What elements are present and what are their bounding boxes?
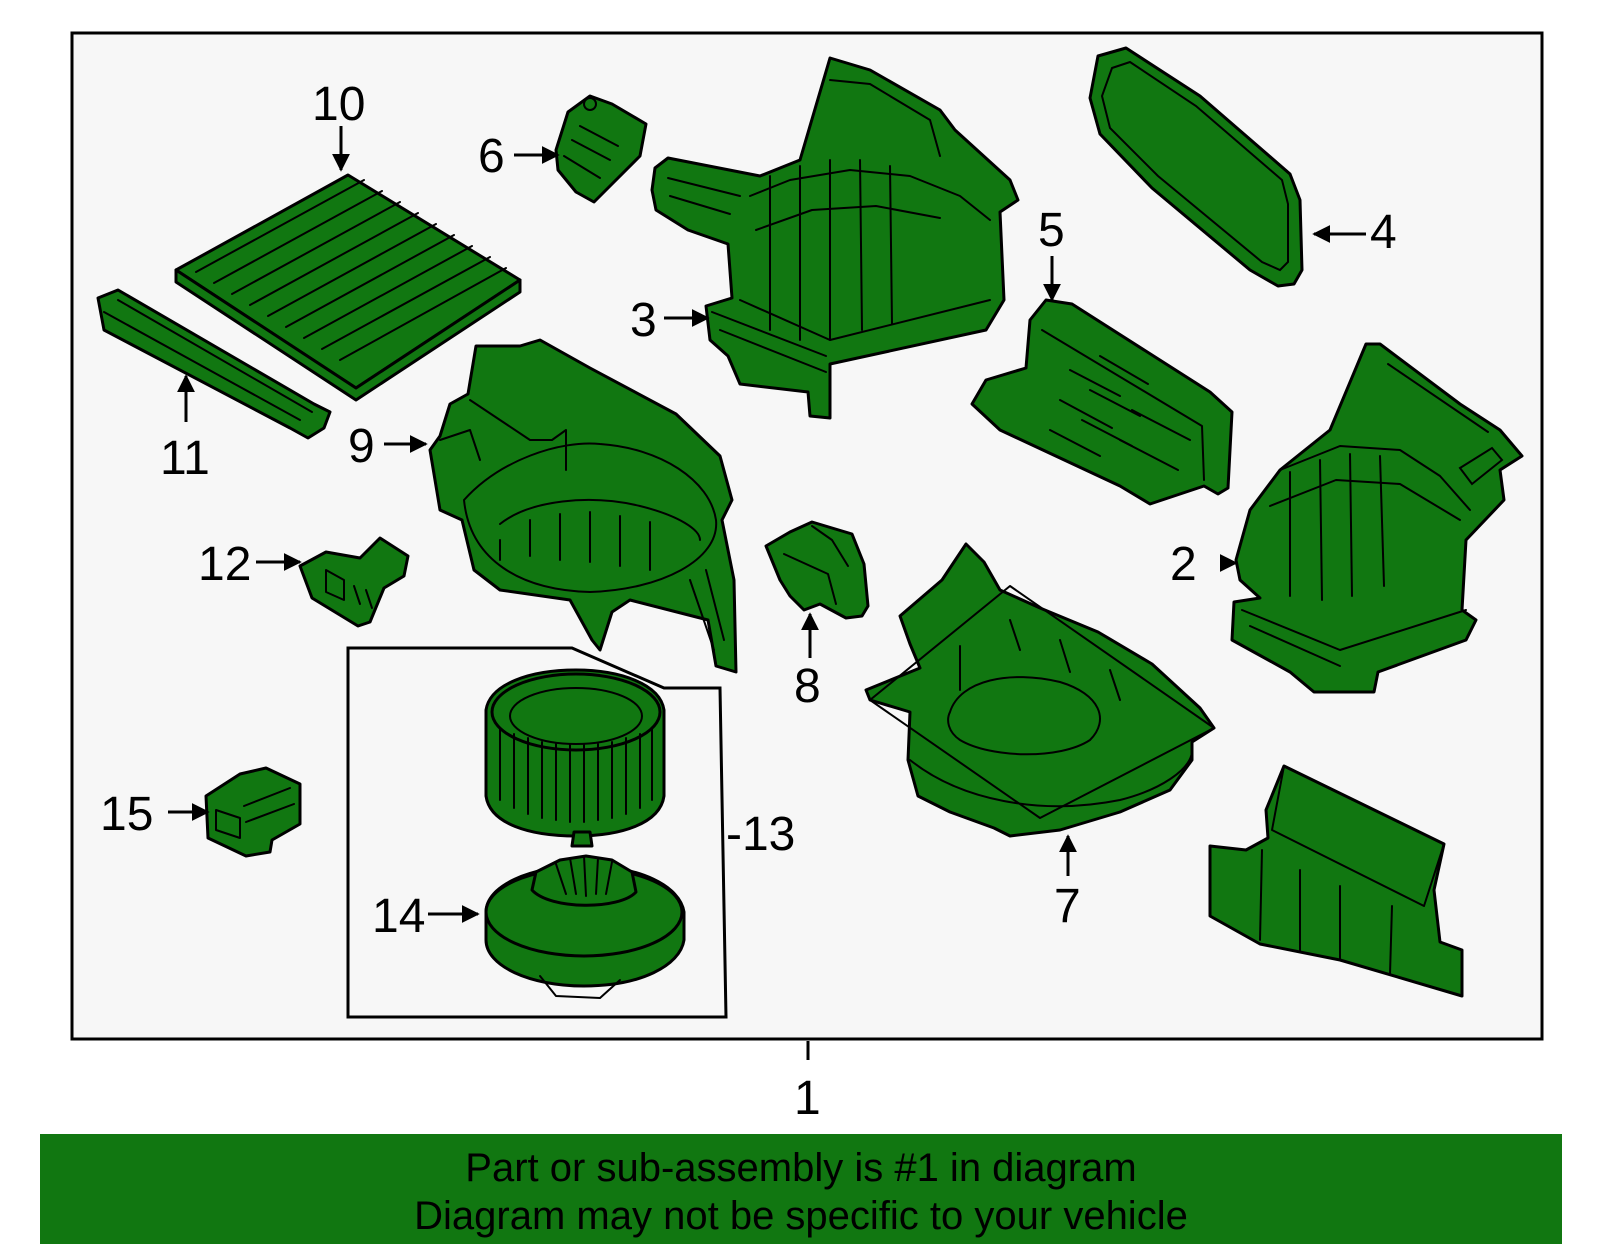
callout-11: 11: [160, 432, 210, 485]
part-5-mode-door[interactable]: [970, 298, 1234, 506]
part-13-blower-wheel[interactable]: [484, 668, 666, 838]
part-7-lower-case[interactable]: [864, 542, 1216, 838]
callout-9: 9: [348, 420, 375, 473]
banner-line-2: Diagram may not be specific to your vehi…: [414, 1194, 1188, 1238]
callout-14: 14: [372, 890, 425, 943]
part-12-resistor[interactable]: [298, 536, 410, 628]
part-14-motor[interactable]: [484, 830, 686, 999]
callout-15: 15: [100, 788, 153, 841]
part-15-sensor[interactable]: [204, 766, 302, 858]
callout-12: 12: [198, 538, 251, 591]
callout-2: 2: [1170, 538, 1197, 591]
callout-4: 4: [1370, 206, 1397, 259]
duct[interactable]: [1208, 764, 1464, 998]
subassembly-13-frame: [346, 646, 728, 1019]
callout-1: 1: [794, 1072, 821, 1125]
callout-3: 3: [630, 294, 657, 347]
part-9-blower-housing[interactable]: [428, 338, 738, 674]
callout-6: 6: [478, 130, 505, 183]
leader-lines: [168, 126, 1366, 1060]
callout-8: 8: [794, 660, 821, 713]
info-banner: Part or sub-assembly is #1 in diagram Di…: [40, 1134, 1562, 1244]
callout-13: -13: [726, 808, 795, 861]
part-10-cabin-air-filter[interactable]: [174, 173, 522, 402]
callouts: 10 6 3 4 5 2 11 9 12 8 7 15 -13 14 1: [100, 78, 1397, 1125]
callout-7: 7: [1054, 880, 1081, 933]
banner-line-1: Part or sub-assembly is #1 in diagram: [465, 1146, 1137, 1190]
part-11-filter-cover[interactable]: [96, 288, 332, 440]
part-4-seal[interactable]: [1088, 46, 1304, 288]
part-3-upper-case[interactable]: [650, 56, 1020, 420]
callout-10: 10: [312, 78, 365, 131]
part-2-case[interactable]: [1230, 342, 1524, 694]
part-8-switch[interactable]: [764, 520, 870, 620]
callout-5: 5: [1038, 204, 1065, 257]
